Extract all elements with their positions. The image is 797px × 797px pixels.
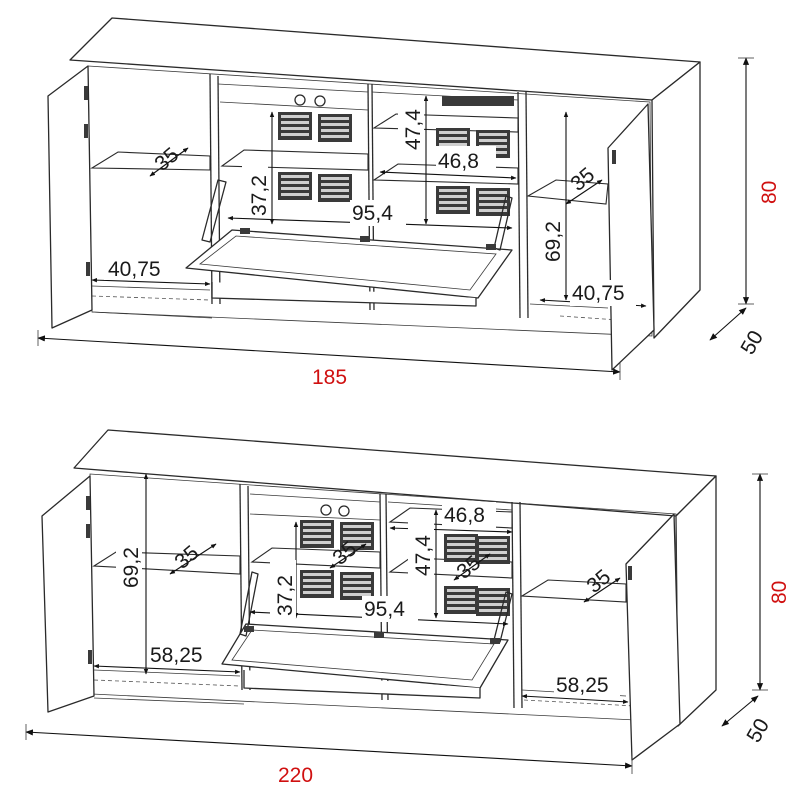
top-overall-width: 185 <box>312 366 347 389</box>
top-center-shelf-height: 37,2 <box>248 175 271 216</box>
top-sideboard-side-panel <box>651 61 701 339</box>
bottom-right-bottom-width: 58,25 <box>556 674 609 697</box>
bottom-overall-depth: 50 <box>742 715 774 747</box>
bottom-left-bottom-width: 58,25 <box>150 644 203 667</box>
top-center-right-width: 46,8 <box>438 150 479 173</box>
top-left-shelf-depth: 35 <box>150 143 183 176</box>
top-overall-height: 80 <box>758 181 781 204</box>
bottom-center-shelf-height: 37,2 <box>274 575 297 616</box>
top-center-upper-height: 47,4 <box>402 109 425 150</box>
bottom-center-width: 95,4 <box>364 598 405 621</box>
bottom-center-upper-height: 47,4 <box>412 535 435 576</box>
top-center-width: 95,4 <box>352 202 393 225</box>
top-right-door <box>607 103 655 371</box>
bottom-overall-height: 80 <box>768 581 791 604</box>
bottom-left-height: 69,2 <box>120 547 143 588</box>
top-overall-depth: 50 <box>736 327 768 359</box>
bottom-left-door <box>41 475 95 713</box>
top-right-bottom-width: 40,75 <box>572 282 625 305</box>
top-right-height: 69,2 <box>542 221 565 262</box>
top-left-door <box>47 65 93 329</box>
bottom-sideboard-top-surface <box>73 429 717 517</box>
top-flap-door <box>185 229 513 299</box>
bottom-sideboard-side-panel <box>675 475 717 727</box>
top-sideboard: 35 40,75 37,2 95,4 47,4 46,8 35 69,2 40,… <box>37 17 781 389</box>
bottom-right-door <box>625 513 681 761</box>
bottom-center-upper-right-width: 46,8 <box>444 504 485 527</box>
bottom-flap-door <box>221 623 509 689</box>
bottom-sideboard: 69,2 35 58,25 35 37,2 95,4 46,8 47,4 35 … <box>25 429 791 787</box>
top-left-bottom-width: 40,75 <box>108 258 161 281</box>
bottom-overall-width: 220 <box>278 764 313 787</box>
top-sideboard-top-surface <box>69 17 701 101</box>
